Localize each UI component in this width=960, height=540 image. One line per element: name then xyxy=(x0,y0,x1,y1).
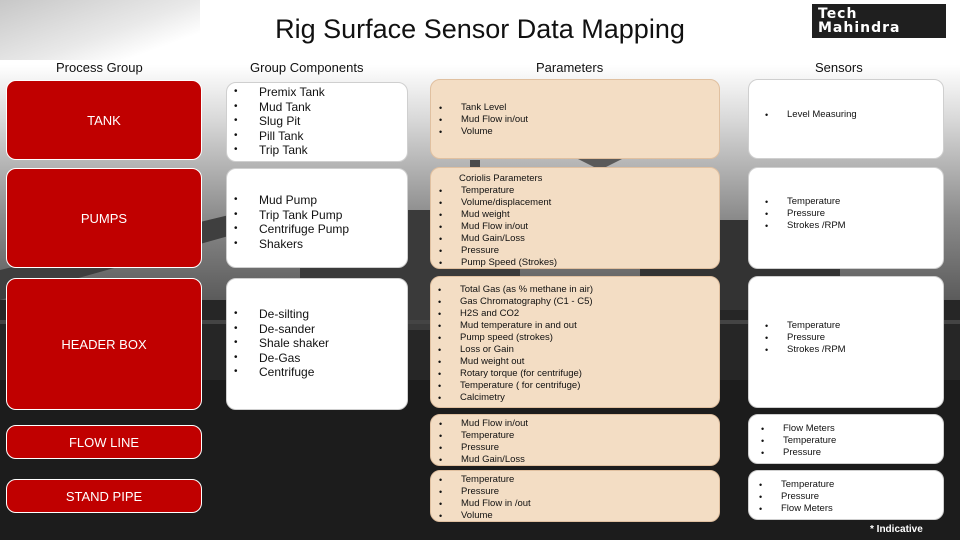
list-item: Mud Flow in/out xyxy=(439,418,719,430)
list-item: Total Gas (as % methane in air) xyxy=(438,284,719,296)
list-item: Flow Meters xyxy=(759,503,943,515)
group-components-pumps: Mud Pump Trip Tank Pump Centrifuge Pump … xyxy=(226,168,408,268)
header-sensors: Sensors xyxy=(815,60,863,75)
process-group-label: FLOW LINE xyxy=(68,434,140,450)
list-item: Shale shaker xyxy=(234,336,407,351)
sensors-pumps: Temperature Pressure Strokes /RPM xyxy=(748,167,944,269)
list-item: Pill Tank xyxy=(234,129,407,144)
sensors-stand-pipe: Temperature Pressure Flow Meters xyxy=(748,470,944,520)
list-item: Pressure xyxy=(761,447,943,459)
list-item: Trip Tank Pump xyxy=(234,208,407,223)
process-group-tank: TANK xyxy=(6,80,202,160)
list-item: Mud Pump xyxy=(234,193,407,208)
parameters-header-box: Total Gas (as % methane in air) Gas Chro… xyxy=(430,276,720,408)
header-group-components: Group Components xyxy=(250,60,364,75)
list-item: Volume xyxy=(439,510,719,522)
parameters-tank: Tank Level Mud Flow in/out Volume xyxy=(430,79,720,159)
list-item: Tank Level xyxy=(439,102,719,114)
process-group-header-box: HEADER BOX xyxy=(6,278,202,410)
list-item: De-silting xyxy=(234,307,407,322)
list-item: Mud weight out xyxy=(438,356,719,368)
parameters-pumps: Coriolis Parameters Temperature Volume/d… xyxy=(430,167,720,269)
list-item: Pressure xyxy=(759,491,943,503)
list-item: Flow Meters xyxy=(761,423,943,435)
group-components-header-box: De-silting De-sander Shale shaker De-Gas… xyxy=(226,278,408,410)
list-item: Mud Gain/Loss xyxy=(439,233,719,245)
list-item: Shakers xyxy=(234,237,407,252)
list-item: Centrifuge xyxy=(234,365,407,380)
list-item: Strokes /RPM xyxy=(765,344,943,356)
process-group-flow-line: FLOW LINE xyxy=(6,425,202,459)
list-item: Mud Gain/Loss xyxy=(439,454,719,466)
list-item: Temperature xyxy=(439,430,719,442)
list-item: Mud Flow in/out xyxy=(439,114,719,126)
list-item: Temperature xyxy=(439,474,719,486)
parameters-stand-pipe: Temperature Pressure Mud Flow in /out Vo… xyxy=(430,470,720,522)
logo-line-2: Mahindra xyxy=(818,20,901,36)
group-components-tank: Premix Tank Mud Tank Slug Pit Pill Tank … xyxy=(226,82,408,162)
list-item: Pressure xyxy=(439,245,719,257)
list-item: Centrifuge Pump xyxy=(234,222,407,237)
parameters-heading: Coriolis Parameters xyxy=(459,173,543,184)
list-item: Temperature xyxy=(765,320,943,332)
list-item: Gas Chromatography (C1 - C5) xyxy=(438,296,719,308)
header-parameters: Parameters xyxy=(536,60,604,75)
list-item: Volume/displacement xyxy=(439,197,719,209)
process-group-stand-pipe: STAND PIPE xyxy=(6,479,202,513)
parameters-flow-line: Mud Flow in/out Temperature Pressure Mud… xyxy=(430,414,720,466)
list-item: Volume xyxy=(439,126,719,138)
list-item: Rotary torque (for centrifuge) xyxy=(438,368,719,380)
list-item: Temperature xyxy=(761,435,943,447)
list-item: Mud temperature in and out xyxy=(438,320,719,332)
header-process-group: Process Group xyxy=(56,60,143,75)
list-item: Loss or Gain xyxy=(438,344,719,356)
logo-line-1: Tech xyxy=(818,6,858,22)
list-item: Slug Pit xyxy=(234,114,407,129)
list-item: De-Gas xyxy=(234,351,407,366)
list-item: Pump speed (strokes) xyxy=(438,332,719,344)
process-group-label: TANK xyxy=(87,112,121,128)
process-group-label: STAND PIPE xyxy=(65,488,143,504)
list-item: Pressure xyxy=(765,332,943,344)
list-item: Mud Tank xyxy=(234,100,407,115)
list-item: Level Measuring xyxy=(765,109,943,121)
footnote: * Indicative xyxy=(870,524,923,535)
list-item: Mud weight xyxy=(439,209,719,221)
process-group-label: PUMPS xyxy=(80,210,128,226)
process-group-label: HEADER BOX xyxy=(61,336,147,352)
tech-mahindra-logo: Tech Mahindra xyxy=(812,4,946,38)
list-item: Pressure xyxy=(765,208,943,220)
component-list: Premix Tank Mud Tank Slug Pit Pill Tank … xyxy=(227,85,407,158)
process-group-pumps: PUMPS xyxy=(6,168,202,268)
sensors-header-box: Temperature Pressure Strokes /RPM xyxy=(748,276,944,408)
list-item: Temperature xyxy=(759,479,943,491)
list-item: Strokes /RPM xyxy=(765,220,943,232)
corner-decoration xyxy=(0,0,200,60)
list-item: Pump Speed (Strokes) xyxy=(439,257,719,269)
list-item: Mud Flow in/out xyxy=(439,221,719,233)
list-item: Mud Flow in /out xyxy=(439,498,719,510)
list-item: Pressure xyxy=(439,486,719,498)
list-item: H2S and CO2 xyxy=(438,308,719,320)
list-item: De-sander xyxy=(234,322,407,337)
list-item: Pressure xyxy=(439,442,719,454)
sensors-tank: Level Measuring xyxy=(748,79,944,159)
slide-title: Rig Surface Sensor Data Mapping xyxy=(275,14,685,44)
list-item: Trip Tank xyxy=(234,143,407,158)
list-item: Calcimetry xyxy=(438,392,719,404)
list-item: Temperature ( for centrifuge) xyxy=(438,380,719,392)
list-item: Temperature xyxy=(765,196,943,208)
list-item: Temperature xyxy=(439,185,719,197)
list-item: Premix Tank xyxy=(234,85,407,100)
sensors-flow-line: Flow Meters Temperature Pressure xyxy=(748,414,944,464)
